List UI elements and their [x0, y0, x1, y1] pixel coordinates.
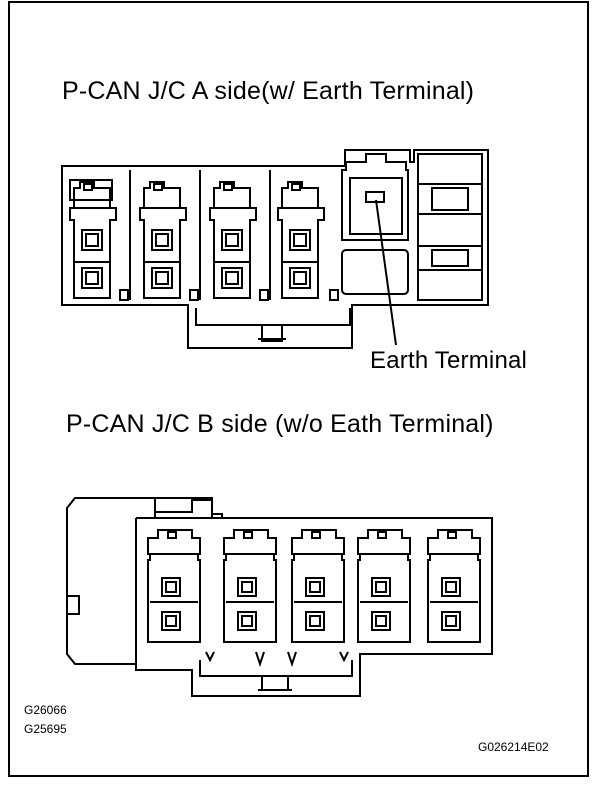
slot-b4: [357, 529, 411, 643]
figure-code-1: G26066: [24, 703, 67, 717]
title-b: P-CAN J/C B side (w/o Eath Terminal): [66, 410, 494, 438]
earth-terminal-slot: [341, 153, 409, 295]
connector-a: [61, 149, 489, 349]
slot-b2: [223, 529, 277, 643]
earth-terminal-leader: [375, 199, 397, 346]
connector-b: [66, 497, 493, 697]
figure-code-right: G026214E02: [478, 740, 549, 754]
slot-b1: [147, 529, 201, 643]
figure-code-2: G25695: [24, 722, 67, 736]
slot-a4: [277, 181, 325, 299]
slot-b5: [427, 529, 481, 643]
connector-a-right-block: [417, 153, 483, 301]
earth-terminal-label: Earth Terminal: [370, 347, 528, 374]
outer-frame: [8, 1, 589, 777]
title-a: P-CAN J/C A side(w/ Earth Terminal): [62, 77, 475, 105]
slot-a3: [209, 181, 257, 299]
slot-a2: [139, 181, 187, 299]
slot-b3: [291, 529, 345, 643]
